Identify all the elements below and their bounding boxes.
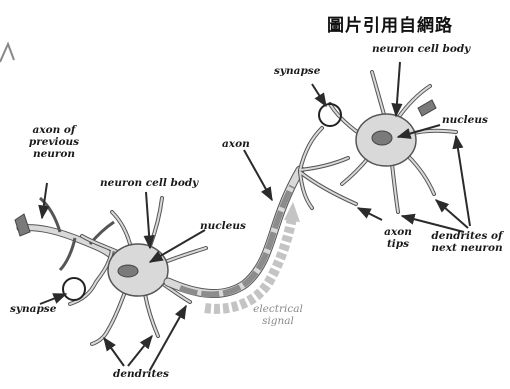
right-neuron — [300, 72, 456, 212]
label-synapse-left: synapse — [10, 303, 56, 315]
left-nucleus — [118, 265, 138, 277]
right-nucleus — [372, 131, 392, 145]
image-credit: 圖片引用自網路 — [327, 11, 453, 36]
left-neuron — [70, 198, 206, 344]
label-nucleus-right: nucleus — [442, 114, 488, 126]
label-synapse-right: synapse — [274, 65, 320, 77]
label-dendrites: dendrites — [113, 368, 169, 380]
label-axon-of-previous-neuron: axon of previous neuron — [24, 124, 84, 160]
label-dendrites-of-next-neuron: dendrites of next neuron — [428, 230, 506, 254]
corner-mark — [0, 44, 14, 62]
left-synapse-circle — [63, 278, 85, 300]
label-nucleus-left: nucleus — [200, 220, 246, 232]
previous-axon — [15, 198, 114, 270]
label-electrical-signal: electrical signal — [248, 303, 308, 327]
label-axon: axon — [222, 138, 250, 150]
label-neuron-cell-body-left: neuron cell body — [100, 177, 198, 189]
label-axon-tips: axon tips — [380, 226, 416, 250]
label-neuron-cell-body-right: neuron cell body — [372, 43, 470, 55]
